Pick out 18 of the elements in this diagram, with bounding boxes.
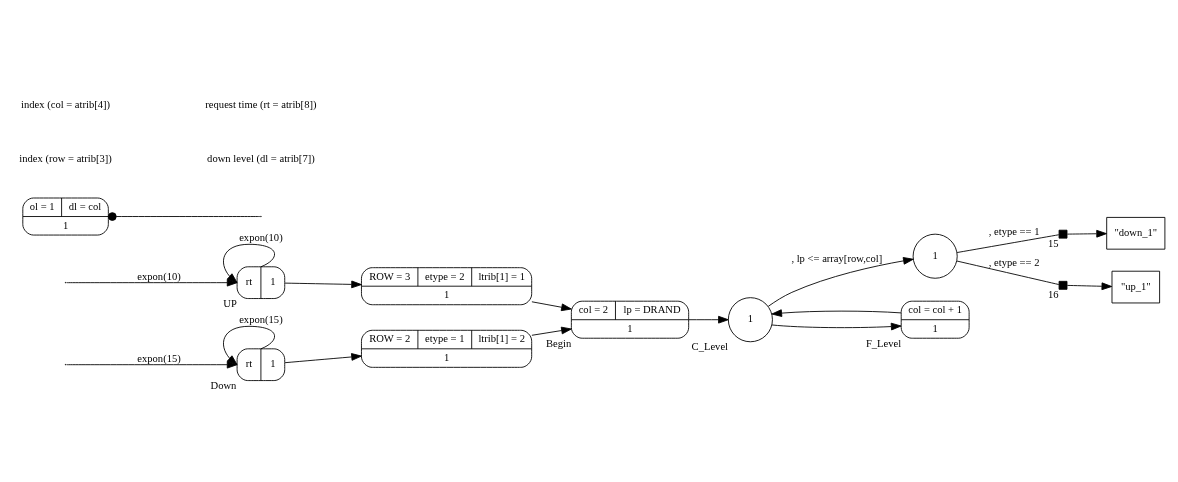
label: request time (rt = atrib[8]) (205, 99, 317, 111)
edge-label: , etype == 2 (988, 256, 1040, 268)
edge-label: , etype == 1 (988, 225, 1040, 237)
node-label: UP (223, 298, 237, 310)
edge-label: , lp <= array[row,col] (791, 253, 883, 265)
node-label: F_Level (865, 338, 902, 350)
node-label: Down (210, 380, 237, 392)
node-label: Begin (545, 338, 572, 350)
label: down level (dl = atrib[7]) (207, 152, 315, 164)
node-label: 15 (1048, 237, 1059, 249)
label: index (row = atrib[3]) (19, 152, 112, 164)
label: index (col = atrib[4]) (21, 99, 111, 111)
edge-label: expon(10) (239, 232, 283, 244)
edge-label: expon(15) (137, 352, 181, 364)
edge-label: expon(10) (137, 270, 181, 282)
node-label: C_Level (691, 341, 729, 353)
edge-label: expon(15) (239, 314, 283, 326)
node-label: 16 (1048, 288, 1059, 300)
